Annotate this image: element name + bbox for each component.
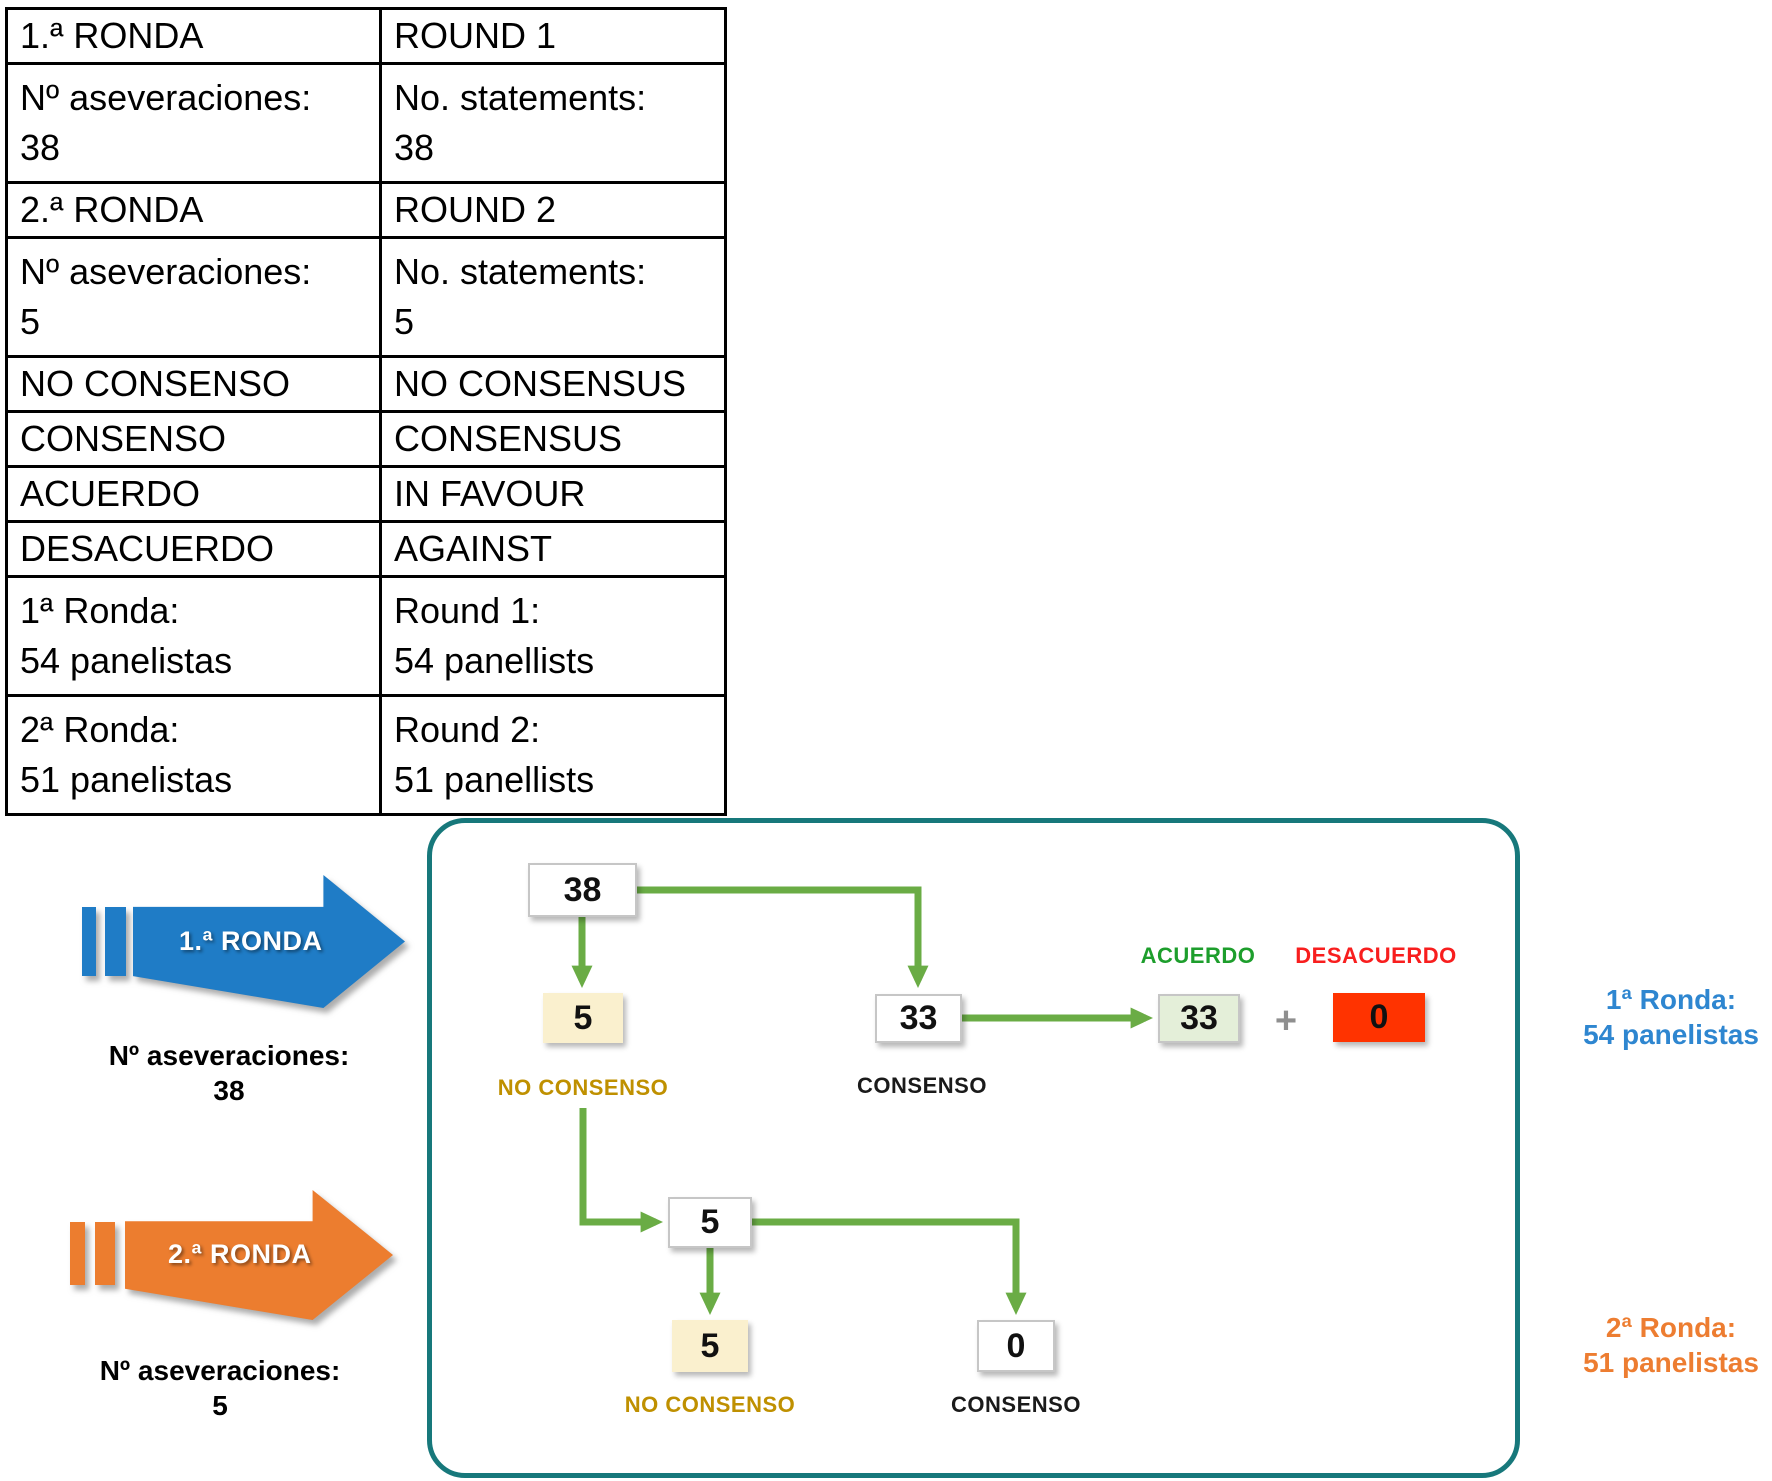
node-noconsensus-round2: 5: [672, 1320, 748, 1372]
table-row: CONSENSO CONSENSUS: [4, 410, 727, 468]
statements-value: 5: [212, 1390, 228, 1421]
node-total-round2: 5: [668, 1197, 752, 1248]
round2-arrow-label: 2.ª RONDA: [168, 1239, 312, 1270]
table-row: 1.ª RONDA ROUND 1: [4, 7, 727, 65]
arrow-bar-icon: [95, 1222, 115, 1285]
cell-es: 1ª Ronda: 54 panelistas: [4, 575, 383, 697]
cell-es: CONSENSO: [4, 410, 383, 468]
table-row: NO CONSENSO NO CONSENSUS: [4, 355, 727, 413]
cell-es: 2ª Ronda: 51 panelistas: [4, 694, 383, 816]
arrow-bar-icon: [105, 907, 126, 976]
arrow-bar-icon: [70, 1222, 85, 1285]
table-row: 1ª Ronda: 54 panelistas Round 1: 54 pane…: [4, 575, 727, 697]
right-arrow-icon: 1.ª RONDA: [133, 875, 405, 1008]
label-infavour: ACUERDO: [1140, 943, 1256, 968]
cell-en: IN FAVOUR: [379, 465, 727, 523]
cell-en: NO CONSENSUS: [379, 355, 727, 413]
label-noconsensus-round1: NO CONSENSO: [497, 1075, 669, 1100]
node-consensus-round2: 0: [977, 1320, 1055, 1372]
table-row: 2ª Ronda: 51 panelistas Round 2: 51 pane…: [4, 694, 727, 816]
table-row: Nº aseveraciones: 38 No. statements: 38: [4, 62, 727, 184]
flowchart-panel: 38 5 33 33 + 0 ACUERDO DESACUERDO NO CON…: [427, 818, 1520, 1478]
cell-en: No. statements: 5: [379, 236, 727, 358]
cell-en: Round 1: 54 panellists: [379, 575, 727, 697]
label-consensus-round2: CONSENSO: [951, 1392, 1081, 1417]
node-total-round1: 38: [528, 863, 637, 917]
cell-es: NO CONSENSO: [4, 355, 383, 413]
round2-arrow: 2.ª RONDA: [58, 1190, 393, 1320]
translation-table: 1.ª RONDA ROUND 1 Nº aseveraciones: 38 N…: [4, 7, 727, 816]
cell-es: DESACUERDO: [4, 520, 383, 578]
cell-en: AGAINST: [379, 520, 727, 578]
round1-panelists-note: 1ª Ronda: 54 panelistas: [1583, 984, 1759, 1050]
cell-es: ACUERDO: [4, 465, 383, 523]
cell-en: ROUND 2: [379, 181, 727, 239]
statements-value: 38: [213, 1075, 245, 1106]
node-infavour-round1: 33: [1158, 994, 1240, 1043]
statements-label: Nº aseveraciones:: [99, 1355, 341, 1386]
connector-noconsensus-to-round2: [579, 1108, 663, 1233]
node-consensus-round1: 33: [875, 994, 962, 1043]
node-against-round1: 0: [1333, 993, 1425, 1042]
cell-es: Nº aseveraciones: 5: [4, 236, 383, 358]
cell-es: Nº aseveraciones: 38: [4, 62, 383, 184]
round1-arrow: 1.ª RONDA: [70, 875, 405, 1008]
right-arrow-icon: 2.ª RONDA: [125, 1190, 393, 1320]
round1-arrow-label: 1.ª RONDA: [178, 925, 323, 956]
label-noconsensus-round2: NO CONSENSO: [624, 1392, 796, 1417]
table-row: Nº aseveraciones: 5 No. statements: 5: [4, 236, 727, 358]
statements-label: Nº aseveraciones:: [108, 1040, 350, 1071]
table-row: DESACUERDO AGAINST: [4, 520, 727, 578]
cell-en: No. statements: 38: [379, 62, 727, 184]
arrow-bar-icon: [82, 907, 96, 976]
cell-es: 2.ª RONDA: [4, 181, 383, 239]
flow-connectors: [571, 886, 1153, 1315]
label-against: DESACUERDO: [1295, 943, 1457, 968]
round1-statements-text: Nº aseveraciones: 38: [49, 1038, 409, 1108]
cell-en: ROUND 1: [379, 7, 727, 65]
cell-es: 1.ª RONDA: [4, 7, 383, 65]
round2-statements-text: Nº aseveraciones: 5: [40, 1353, 400, 1423]
table-row: ACUERDO IN FAVOUR: [4, 465, 727, 523]
connector-5-to-consensus2: [752, 1218, 1027, 1315]
round2-panelists-note: 2ª Ronda: 51 panelistas: [1583, 1312, 1759, 1378]
label-consensus-round1: CONSENSO: [857, 1073, 987, 1098]
table-row: 2.ª RONDA ROUND 2: [4, 181, 727, 239]
cell-en: CONSENSUS: [379, 410, 727, 468]
plus-icon: +: [1274, 999, 1298, 1042]
node-noconsensus-round1: 5: [543, 993, 623, 1043]
connector-38-to-consensus: [637, 886, 929, 988]
cell-en: Round 2: 51 panellists: [379, 694, 727, 816]
